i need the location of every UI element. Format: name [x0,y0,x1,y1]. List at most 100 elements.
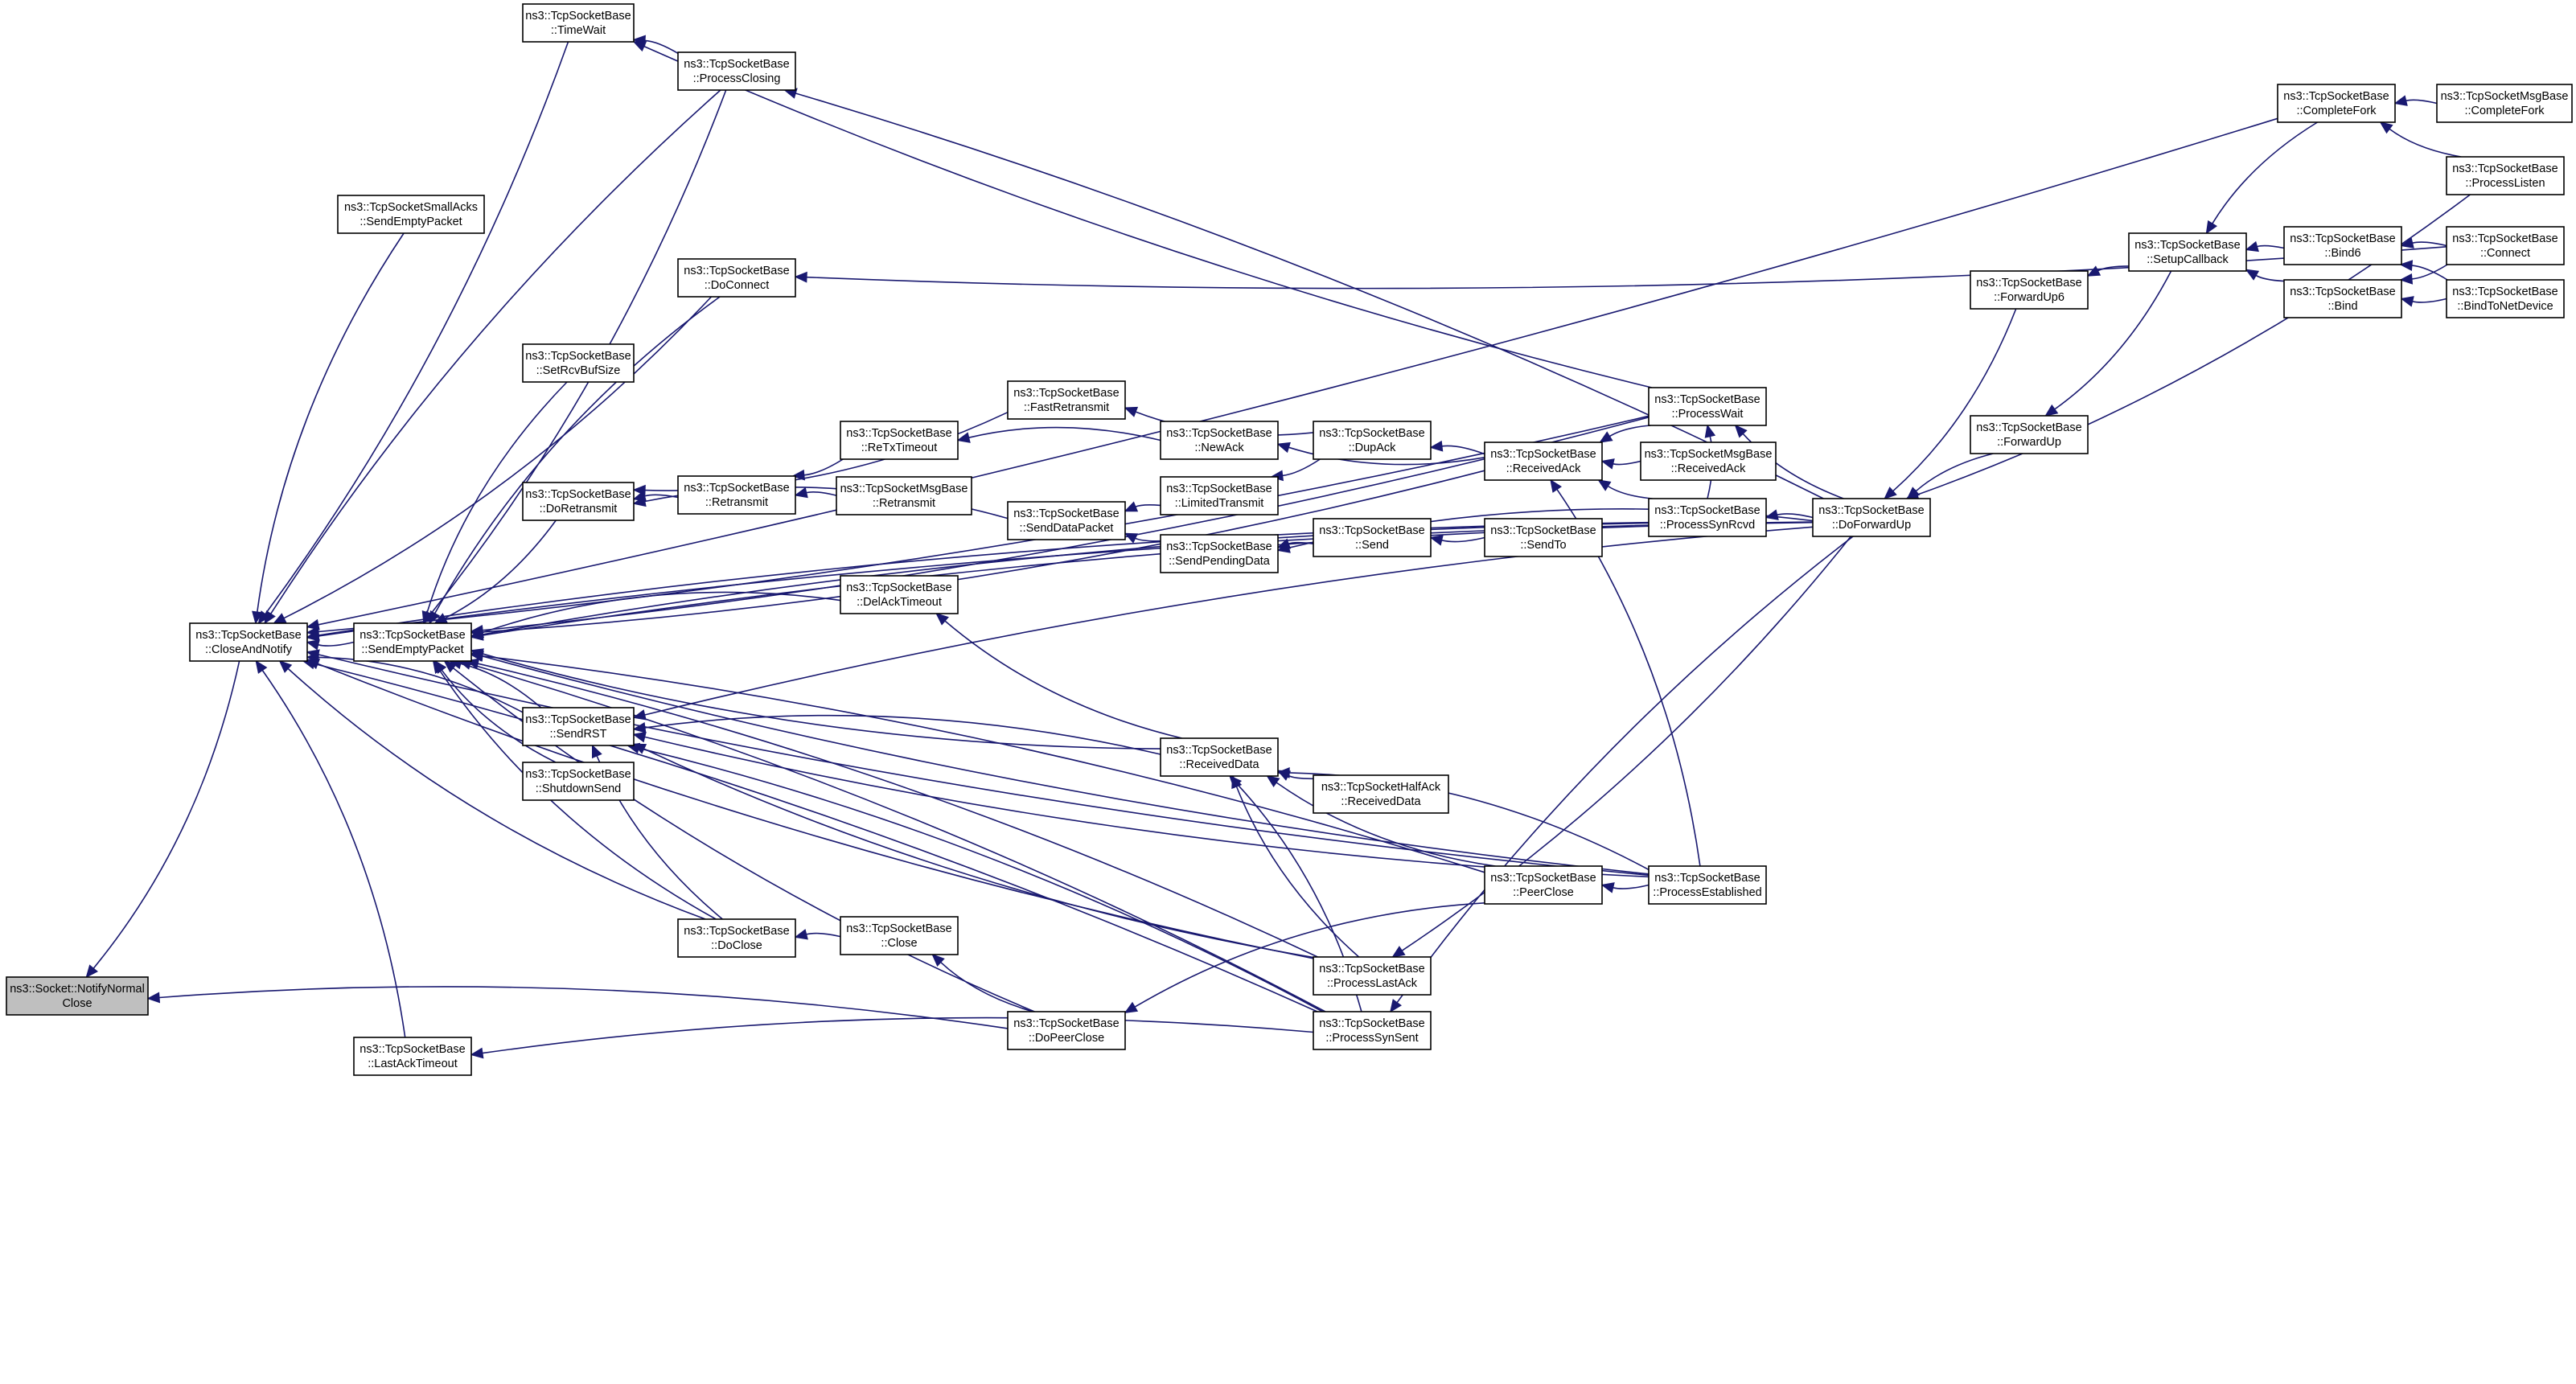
node-box [677,51,796,91]
edge-processListen-to-completeFork [2389,128,2462,158]
node-processSynRcvd[interactable]: ns3::TcpSocketBase::ProcessSynRcvd [1648,498,1767,537]
node-forwardUp6[interactable]: ns3::TcpSocketBase::ForwardUp6 [1970,270,2089,310]
node-doClose[interactable]: ns3::TcpSocketBase::DoClose [677,918,796,958]
node-box [189,622,308,662]
arrowhead-peerClose-to-receivedData [1266,775,1280,787]
node-box [1648,387,1767,426]
node-box [1812,498,1931,537]
arrowhead-processWait-to-receivedAck [1599,431,1613,443]
edge-msgReceivedAck-to-receivedAck [1613,460,1641,466]
node-box [840,916,959,955]
arrowhead-fastRetransmit-to-doRetransmit [632,484,646,496]
edge-receivedAck-to-sendEmptyPacket [482,470,1485,633]
node-limitedTransmit[interactable]: ns3::TcpSocketBase::LimitedTransmit [1160,476,1279,515]
node-receivedData[interactable]: ns3::TcpSocketBase::ReceivedData [1160,737,1279,777]
node-forwardUp[interactable]: ns3::TcpSocketBase::ForwardUp [1970,415,2089,454]
arrowhead-smallAcksSendEmpty-to-closeAndNotify [252,610,263,625]
node-send[interactable]: ns3::TcpSocketBase::Send [1313,518,1432,557]
node-sendDataPacket[interactable]: ns3::TcpSocketBase::SendDataPacket [1007,501,1126,540]
edge-sendEmptyPacket-to-closeAndNotify [318,641,355,647]
node-smallAcksSendEmpty[interactable]: ns3::TcpSocketSmallAcks::SendEmptyPacket [337,195,485,234]
edge-receivedData-to-sendRST [644,714,1161,755]
node-processListen[interactable]: ns3::TcpSocketBase::ProcessListen [2446,156,2565,195]
node-processLastAck[interactable]: ns3::TcpSocketBase::ProcessLastAck [1313,956,1432,996]
node-label-line: ns3::TcpSocketMsgBase [1645,448,1773,461]
node-timeWait[interactable]: ns3::TcpSocketBase::TimeWait [522,3,635,43]
node-label-line: ::Retransmit [705,496,768,509]
node-completeFork[interactable]: ns3::TcpSocketBase::CompleteFork [2277,84,2396,123]
node-bind6[interactable]: ns3::TcpSocketBase::Bind6 [2283,226,2402,265]
node-label-line: ns3::TcpSocketBase [1013,1017,1119,1030]
node-bindToNetDevice[interactable]: ns3::TcpSocketBase::BindToNetDevice [2446,279,2565,318]
node-doPeerClose[interactable]: ns3::TcpSocketBase::DoPeerClose [1007,1011,1126,1050]
node-doConnect[interactable]: ns3::TcpSocketBase::DoConnect [677,258,796,298]
node-dupAck[interactable]: ns3::TcpSocketBase::DupAck [1313,421,1432,460]
node-box [2436,84,2573,123]
edge-connect-to-bind6 [2412,241,2447,247]
node-delAckTimeout[interactable]: ns3::TcpSocketBase::DelAckTimeout [840,575,959,614]
arrowhead-processSynRcvd-to-processWait [1704,424,1716,438]
node-retransmit[interactable]: ns3::TcpSocketBase::Retransmit [677,475,796,515]
node-box [1160,421,1279,460]
node-label-line: ::ProcessSynRcvd [1660,519,1755,532]
node-label-line: ns3::TcpSocketBase [846,427,951,440]
arrowhead-processEstablished-to-peerClose [1600,882,1615,893]
node-bind[interactable]: ns3::TcpSocketBase::Bind [2283,279,2402,318]
node-newAck[interactable]: ns3::TcpSocketBase::NewAck [1160,421,1279,460]
node-peerClose[interactable]: ns3::TcpSocketBase::PeerClose [1484,865,1603,905]
node-sendTo[interactable]: ns3::TcpSocketBase::SendTo [1484,518,1603,557]
node-sendEmptyPacket[interactable]: ns3::TcpSocketBase::SendEmptyPacket [353,622,472,662]
node-box [522,762,635,801]
node-shutdownSend[interactable]: ns3::TcpSocketBase::ShutdownSend [522,762,635,801]
node-box [522,707,635,746]
edge-processSynSent-to-closeAndNotify [314,663,1318,1012]
edge-shutdownSend-to-sendEmptyPacket [441,669,557,763]
node-processClosing[interactable]: ns3::TcpSocketBase::ProcessClosing [677,51,796,91]
arrowhead-doPeerClose-to-sendEmptyPacket [443,660,458,673]
node-doRetransmit[interactable]: ns3::TcpSocketBase::DoRetransmit [522,482,635,521]
node-box [2283,279,2402,318]
node-msgCompleteFork[interactable]: ns3::TcpSocketMsgBase::CompleteFork [2436,84,2573,123]
arrowhead-doForwardUp-to-processSynSent [1390,999,1402,1013]
node-connect[interactable]: ns3::TcpSocketBase::Connect [2446,226,2565,265]
edge-processSynSent-to-sendEmptyPacket [470,663,1326,1012]
arrowhead-sendEmptyPacket-to-closeAndNotify [306,639,320,651]
node-label-line: ns3::TcpSocketBase [525,350,631,363]
node-sendPendingData[interactable]: ns3::TcpSocketBase::SendPendingData [1160,534,1279,573]
node-box [677,918,796,958]
node-closeAndNotify[interactable]: ns3::TcpSocketBase::CloseAndNotify [189,622,308,662]
node-label-line: ::DoForwardUp [1832,519,1911,532]
node-label-line: ns3::Socket::NotifyNormal [10,983,145,996]
node-label-line: ns3::TcpSocketBase [525,713,631,726]
node-box [1007,1011,1126,1050]
node-processEstablished[interactable]: ns3::TcpSocketBase::ProcessEstablished [1648,865,1767,905]
arrowhead-processSynSent-to-lastAckTimeout [470,1047,484,1059]
node-label-line: ::ForwardUp6 [1994,291,2064,304]
node-doForwardUp[interactable]: ns3::TcpSocketBase::DoForwardUp [1812,498,1931,537]
node-fastRetransmit[interactable]: ns3::TcpSocketBase::FastRetransmit [1007,380,1126,420]
node-close[interactable]: ns3::TcpSocketBase::Close [840,916,959,955]
node-label-line: ::DelAckTimeout [857,596,942,609]
node-setRcvBufSize[interactable]: ns3::TcpSocketBase::SetRcvBufSize [522,343,635,383]
node-lastAckTimeout[interactable]: ns3::TcpSocketBase::LastAckTimeout [353,1037,472,1076]
node-label-line: ::CompleteFork [2296,105,2377,117]
node-receivedAck[interactable]: ns3::TcpSocketBase::ReceivedAck [1484,441,1603,481]
node-sendRST[interactable]: ns3::TcpSocketBase::SendRST [522,707,635,746]
node-box [836,476,972,515]
edge-bind-to-setupCallback [2255,274,2285,282]
node-msgRetransmit[interactable]: ns3::TcpSocketMsgBase::Retransmit [836,476,972,515]
node-processSynSent[interactable]: ns3::TcpSocketBase::ProcessSynSent [1313,1011,1432,1050]
arrowhead-closeAndNotify-to-notify [85,964,98,979]
node-label-line: ::DoClose [711,939,762,952]
edge-processLastAck-to-sendEmptyPacket [478,663,1318,958]
node-processWait[interactable]: ns3::TcpSocketBase::ProcessWait [1648,387,1767,426]
edge-bindToNetDevice-to-bind [2412,298,2447,303]
node-setupCallback[interactable]: ns3::TcpSocketBase::SetupCallback [2128,232,2247,272]
edge-processLastAck-to-receivedData [1235,786,1360,958]
node-msgReceivedAck[interactable]: ns3::TcpSocketMsgBase::ReceivedAck [1640,441,1777,481]
node-halfAckReceivedData[interactable]: ns3::TcpSocketHalfAck::ReceivedData [1313,774,1449,814]
arrowhead-bind-to-setupCallback [2245,269,2260,281]
node-reTxTimeout[interactable]: ns3::TcpSocketBase::ReTxTimeout [840,421,959,460]
node-label-line: ns3::TcpSocketHalfAck [1321,781,1441,794]
